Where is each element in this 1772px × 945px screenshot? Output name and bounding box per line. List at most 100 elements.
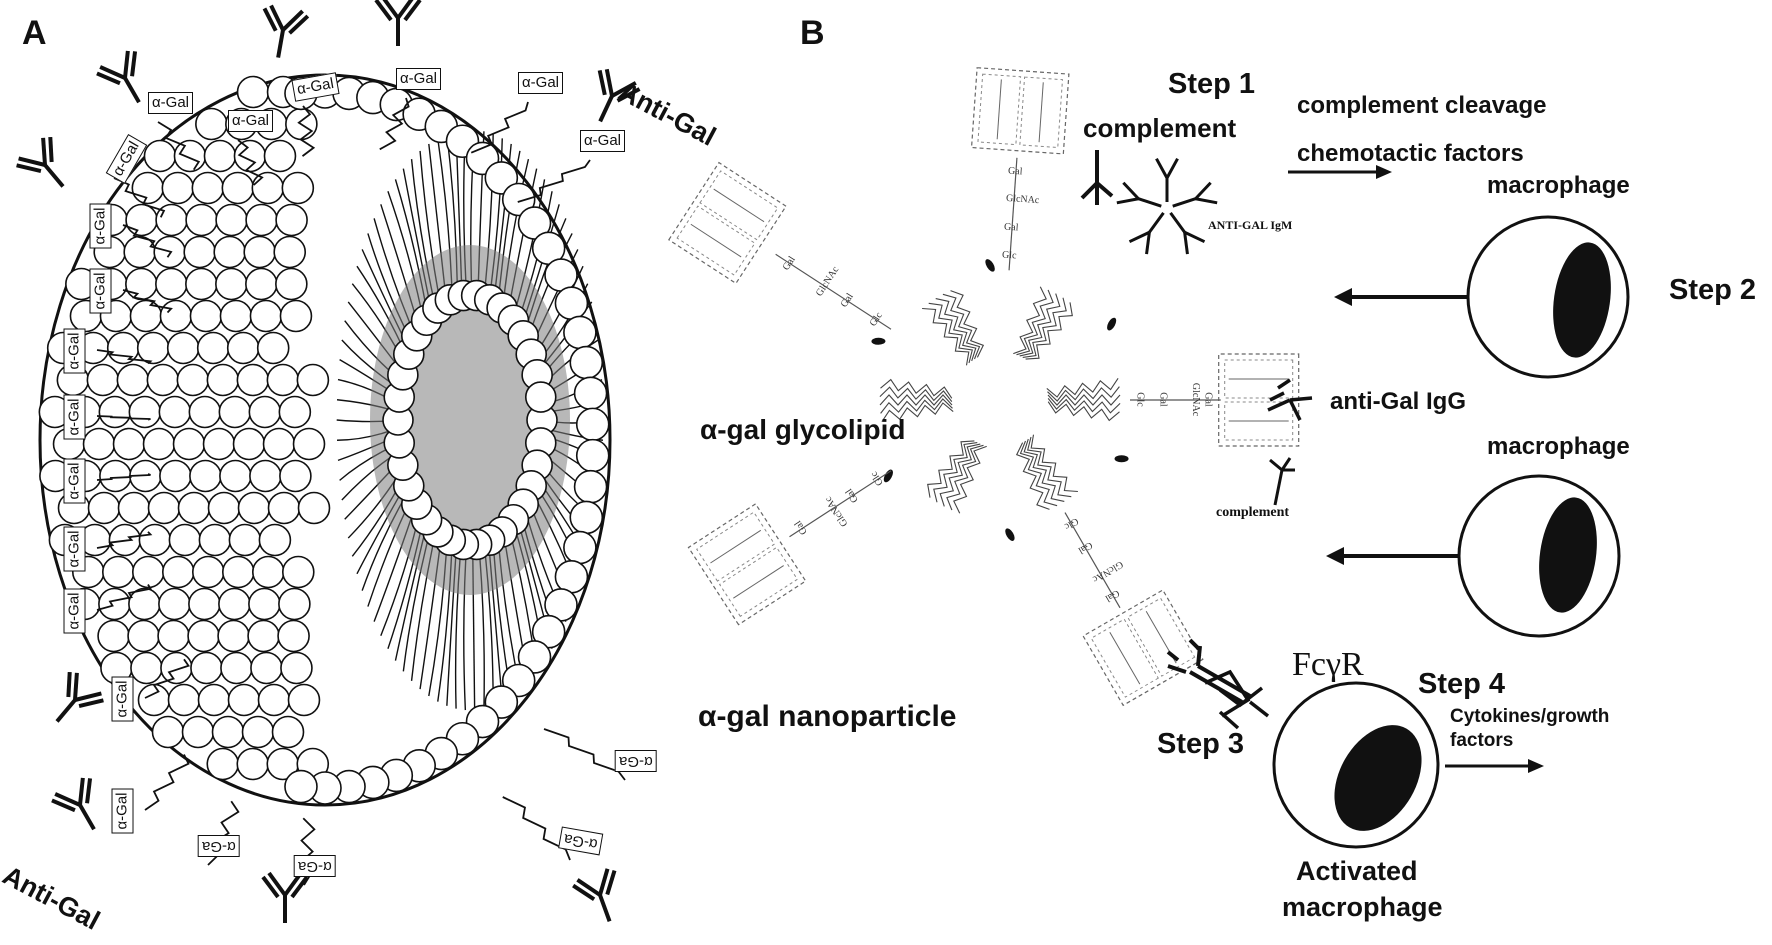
inner-lipid-headgroups: [382, 279, 558, 561]
lipid-head: [198, 523, 232, 557]
lipid-head: [248, 587, 281, 621]
lipid-head: [168, 523, 202, 557]
igm-arm: [1145, 232, 1151, 255]
glycan-chains: [668, 67, 1300, 707]
step-1-label: Step 1: [1168, 68, 1256, 100]
igm-arm: [1183, 232, 1189, 255]
lipid-head: [160, 651, 193, 685]
sugar-residue-label: Glc: [1001, 249, 1017, 262]
micelle-tail: [880, 378, 953, 399]
sugar-residue-label: Glc: [1135, 392, 1147, 407]
epitope-linker: [517, 159, 591, 203]
complement-top-label: complement: [1083, 113, 1237, 143]
lipid-head: [232, 427, 266, 461]
lipid-head: [147, 491, 181, 525]
lipid-head: [146, 363, 180, 397]
lipid-head: [112, 427, 146, 461]
lipid-head: [569, 345, 604, 380]
lipid-head: [196, 331, 230, 365]
lipid-head: [185, 203, 218, 237]
alpha-gal-epitope-tag: α-Ga: [198, 835, 240, 857]
activated-macrophage-cell: [1272, 681, 1440, 849]
micelle-tail: [1047, 398, 1121, 414]
lipid-head: [563, 315, 597, 350]
lipid-head: [250, 651, 283, 685]
micelle-tail: [935, 298, 977, 362]
lipid-head: [129, 299, 163, 333]
cytokines-label-line2: factors: [1450, 730, 1514, 751]
lipid-head: [98, 587, 131, 621]
lipid-head: [218, 587, 251, 621]
epitope-linker: [470, 101, 529, 154]
lipid-head: [278, 395, 312, 429]
lipid-head: [158, 395, 192, 429]
lipid-head: [130, 651, 163, 685]
lipid-head: [185, 267, 218, 301]
lipid-head: [125, 267, 158, 301]
lipid-head: [187, 619, 220, 653]
lipid-head: [87, 491, 121, 525]
cytokines-label-line1: Cytokines/growth: [1450, 706, 1610, 727]
chemotaxis-arrow: [1288, 165, 1392, 179]
lipid-head: [284, 769, 318, 804]
anti-gal-igg-icon: [1267, 378, 1313, 421]
lipid-head: [280, 651, 313, 685]
lipid-head: [217, 619, 250, 653]
lipid-head: [219, 459, 252, 493]
lipid-head: [273, 235, 307, 269]
sugar-residue-label: Gal: [1003, 221, 1019, 234]
lipid-head: [125, 203, 158, 237]
antibody-icon: [597, 68, 641, 123]
bound-igg-icon: [1166, 638, 1251, 704]
alpha-gal-nanoparticle-label: α-gal nanoparticle: [698, 700, 957, 733]
alpha-gal-epitope-tag: α-Gal: [63, 328, 86, 374]
lipid-head: [190, 651, 223, 685]
micelle-tail: [1025, 302, 1073, 360]
lipid-head: [131, 555, 165, 589]
antibody-icon: [96, 50, 141, 104]
alpha-gal-epitope-tag: α-Gal: [63, 458, 86, 504]
lipid-head: [116, 363, 150, 397]
lipid-head: [213, 235, 247, 269]
alpha-gal-epitope-tag: α-Gal: [63, 394, 86, 440]
lipid-head: [256, 331, 290, 365]
lipid-head: [97, 619, 130, 653]
step-2-label: Step 2: [1669, 274, 1757, 306]
epitope-linker: [113, 177, 166, 218]
lipid-head: [554, 559, 589, 594]
alpha-gal-epitope-tag: α-Gal: [63, 526, 86, 572]
lipid-head: [191, 555, 225, 589]
lipid-head: [531, 614, 566, 649]
lipid-head: [275, 203, 308, 237]
activated-macrophage-label-line2: macrophage: [1282, 892, 1443, 922]
lipid-head: [279, 299, 313, 333]
lipid-head: [167, 683, 201, 717]
mechanism-diagram: [668, 67, 1630, 849]
macrophage-migration-arrow-1: [1334, 288, 1472, 306]
complement-cleavage-label: complement cleavage: [1297, 92, 1547, 119]
alpha-gal-epitope-tag: α-Gal: [580, 130, 626, 152]
alpha-gal-epitope-tag: α-Gal: [111, 788, 134, 834]
micelle-tail: [879, 386, 953, 402]
micelle-head: [871, 337, 886, 345]
micelle-head: [883, 469, 893, 483]
lipid-head: [202, 427, 236, 461]
epitope-box: [970, 67, 1070, 155]
antibody-icon: [16, 136, 65, 188]
micelle-tail: [1013, 286, 1047, 355]
micelle-head: [1005, 528, 1015, 541]
micelle-tail: [933, 442, 978, 503]
epitope-linker: [96, 415, 151, 421]
lipid-head: [99, 459, 132, 493]
lipid-head: [173, 139, 207, 173]
micelle-head: [1114, 455, 1129, 463]
micelle-tail: [1015, 442, 1050, 510]
lipid-headgroups: [38, 75, 610, 805]
lipid-head: [279, 459, 312, 493]
panel-label-b: B: [800, 14, 825, 52]
lipid-head: [245, 267, 278, 301]
lipid-head: [203, 139, 237, 173]
lipid-head: [206, 747, 240, 781]
alpha-gal-epitope-tag: α-Gal: [396, 68, 442, 90]
